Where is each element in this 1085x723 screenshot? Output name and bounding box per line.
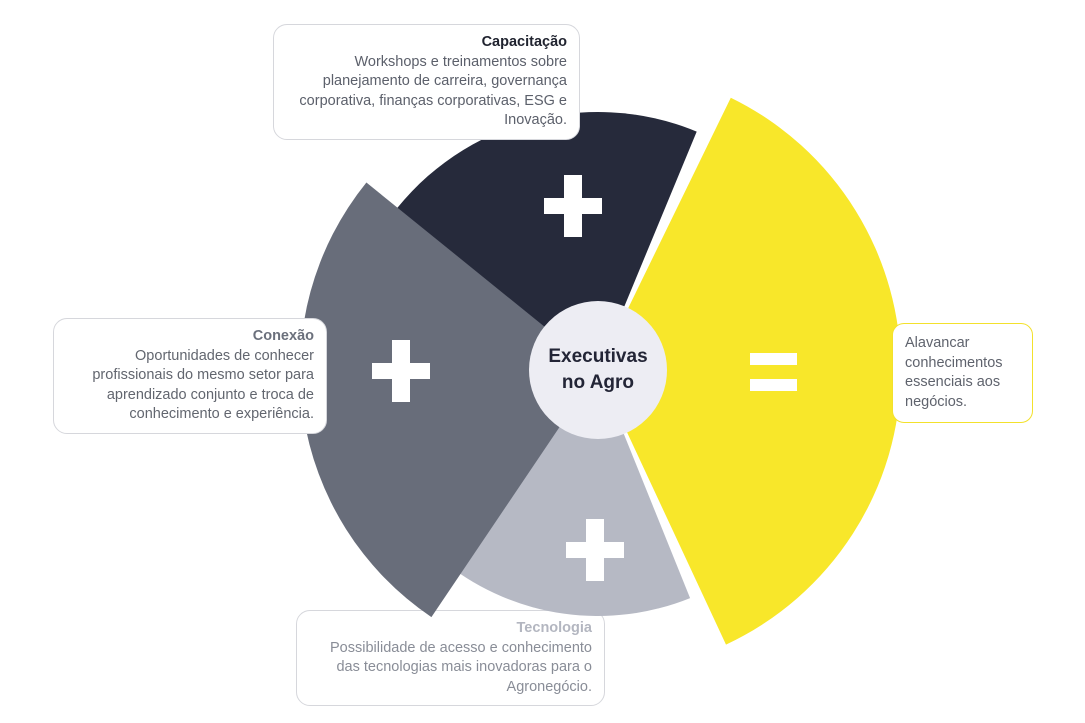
segment-conexao: [300, 182, 598, 618]
callout-conexao-body: Oportunidades de conhecer profissionais …: [92, 347, 314, 423]
segment-resultado: [598, 97, 901, 645]
callout-resultado: Alavancar conhecimentos essenciais aos n…: [892, 323, 1033, 423]
equals-icon-bottom-bar: [750, 379, 797, 391]
plus-icon: [372, 340, 430, 402]
callout-capacitacao: Capacitação Workshops e treinamentos sob…: [273, 24, 580, 140]
callout-tecnologia: Tecnologia Possibilidade de acesso e con…: [296, 610, 605, 706]
equals-icon-top-bar: [750, 353, 797, 365]
segment-tecnologia: [446, 370, 691, 617]
callout-tecnologia-body: Possibilidade de acesso e conhecimento d…: [330, 639, 592, 695]
plus-icon-tecnologia-hbar: [566, 542, 624, 558]
center-hub-circle: [529, 301, 667, 439]
callout-conexao: Conexão Oportunidades de conhecer profis…: [53, 318, 327, 434]
callout-conexao-title: Conexão: [252, 328, 314, 344]
plus-icon-capacitacao-hbar: [544, 198, 602, 214]
callout-capacitacao-title: Capacitação: [481, 34, 567, 50]
callout-capacitacao-body: Workshops e treinamentos sobre planejame…: [299, 53, 567, 129]
plus-icon: [544, 175, 602, 237]
equals-icon: [750, 353, 797, 391]
plus-icon-conexao-hbar: [372, 363, 430, 379]
callout-tecnologia-title: Tecnologia: [516, 620, 592, 636]
plus-icon: [566, 519, 624, 581]
callout-resultado-body: Alavancar conhecimentos essenciais aos n…: [905, 335, 1003, 410]
